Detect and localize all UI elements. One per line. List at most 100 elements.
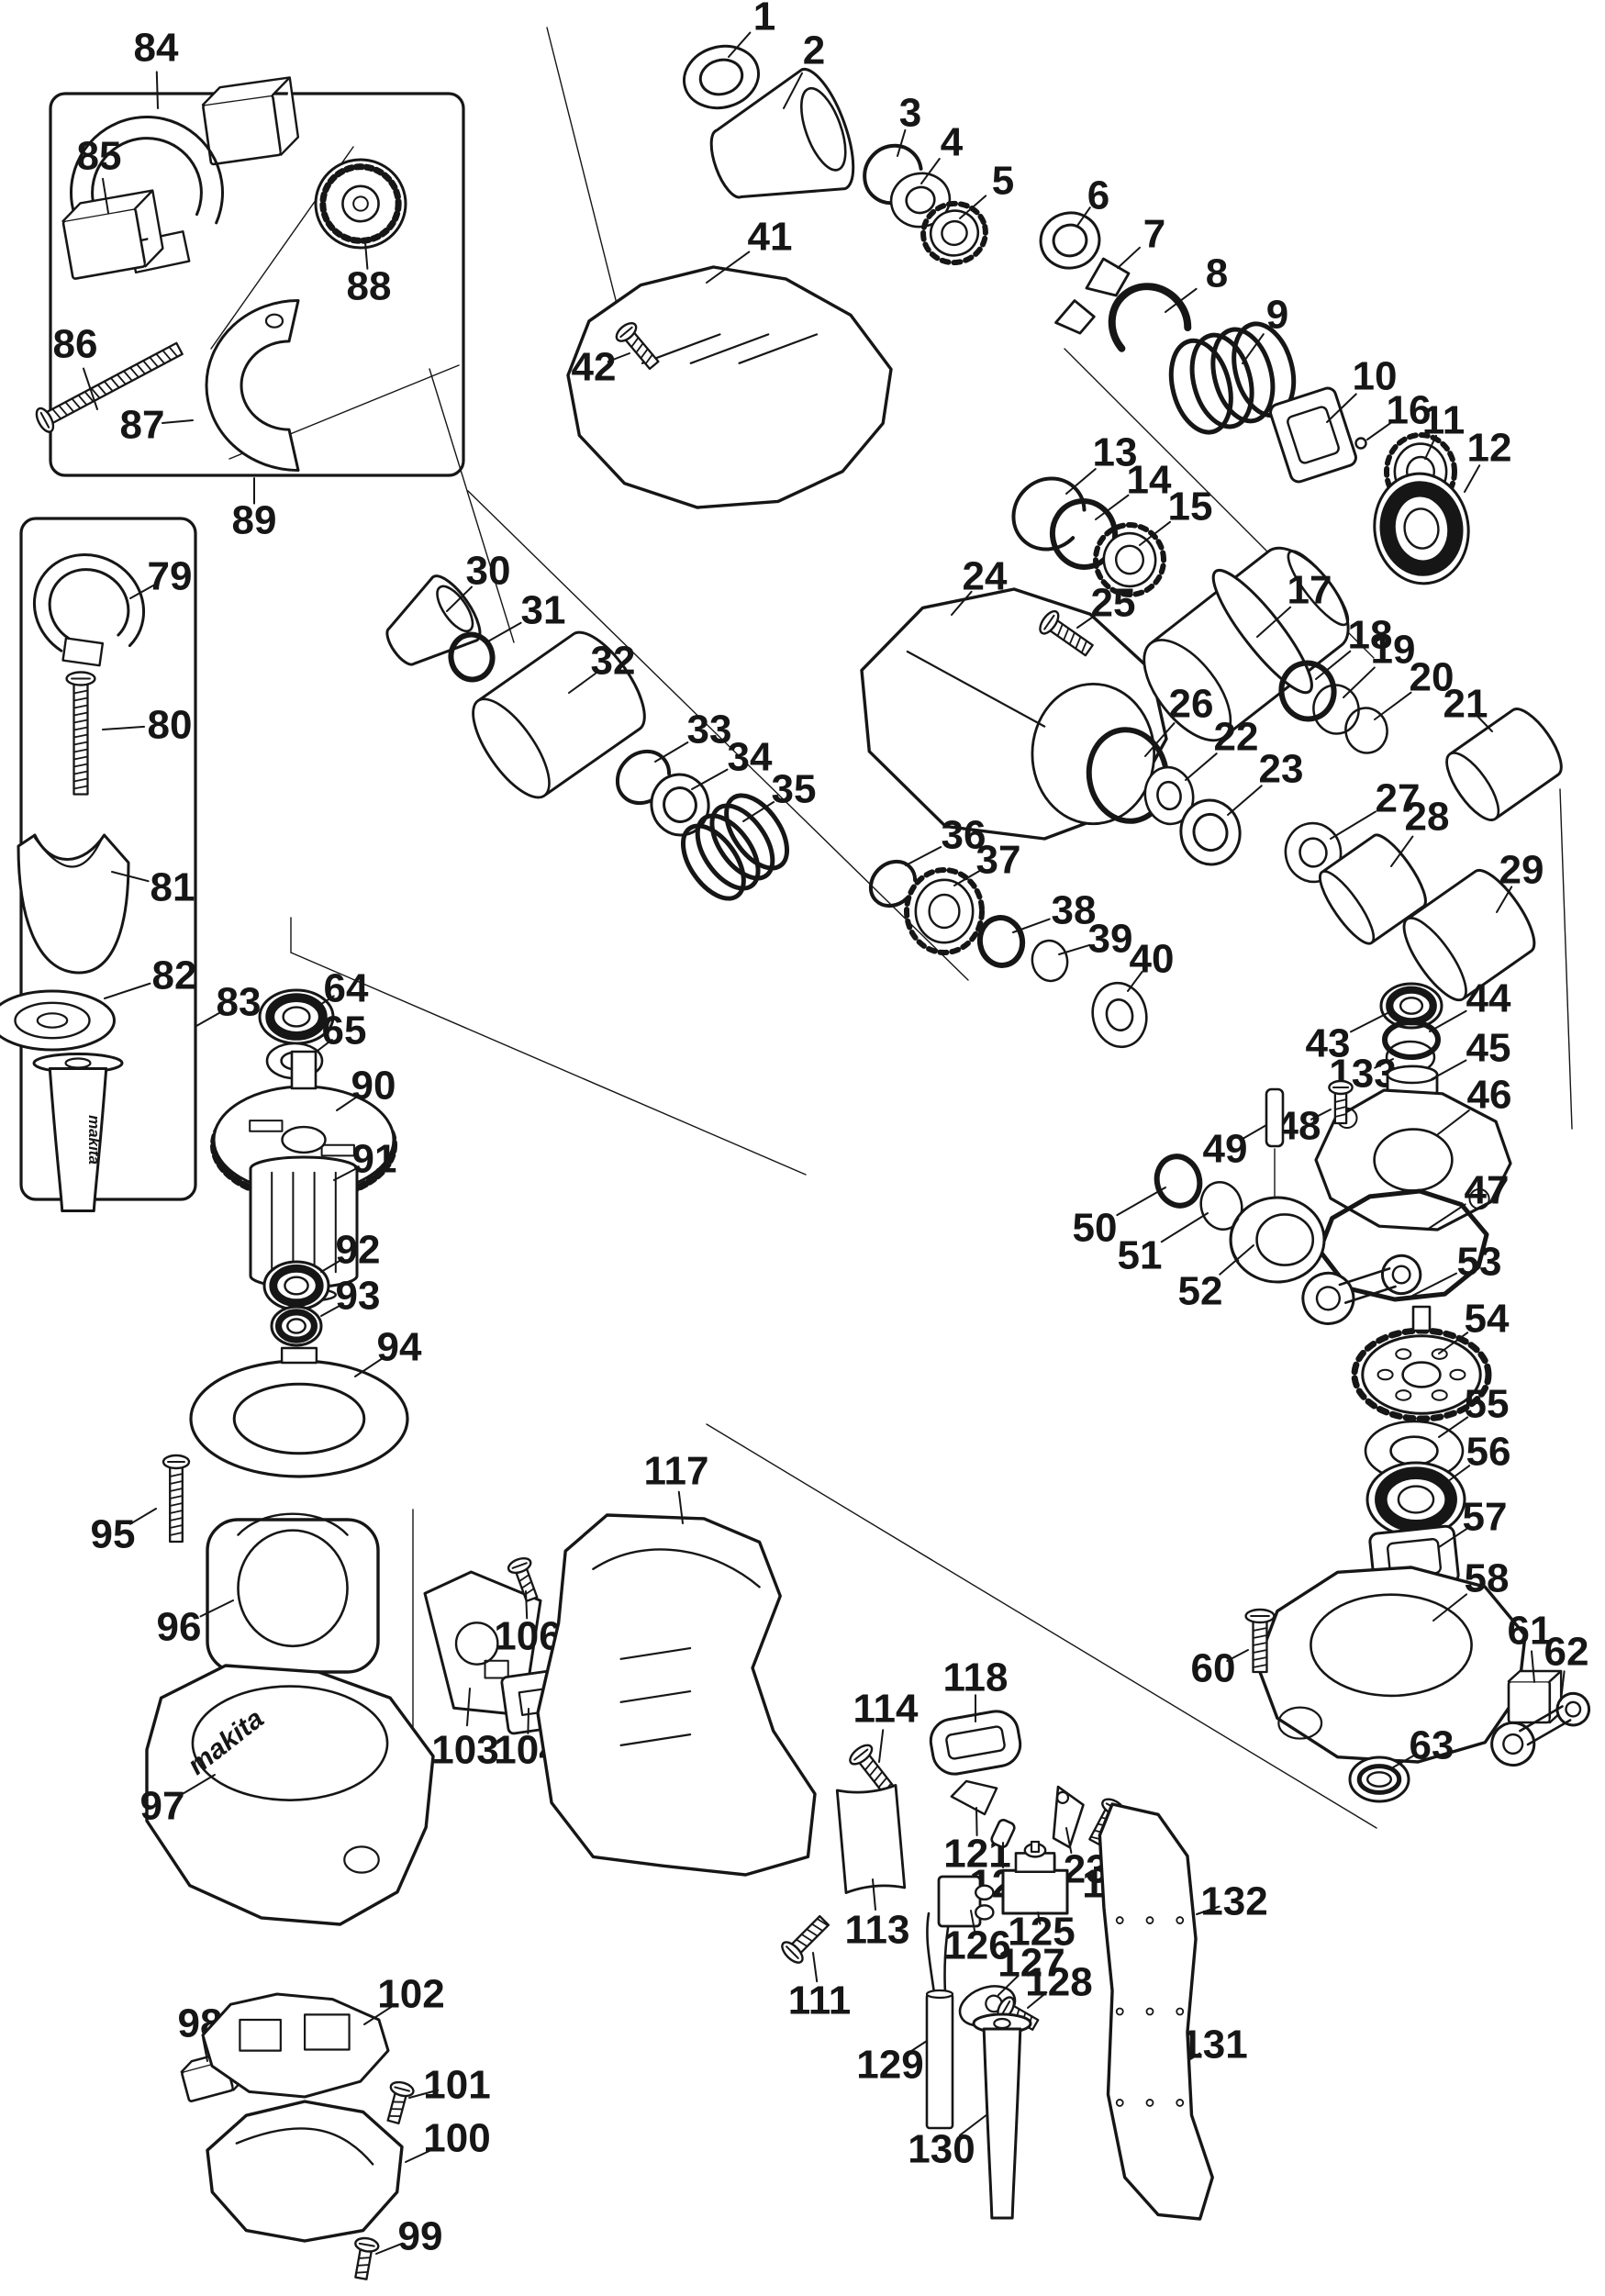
part-40-label: 40	[1130, 937, 1175, 982]
part-28-label: 28	[1405, 795, 1450, 840]
part-38: 38	[976, 888, 1096, 968]
part-46-leader	[1437, 1109, 1470, 1135]
part-7-leader	[1117, 246, 1141, 269]
part-31: 31	[448, 588, 565, 683]
part-2-label: 2	[803, 28, 825, 73]
part-132-leader	[1196, 1905, 1220, 1915]
part-125-label: 125	[1008, 1910, 1075, 1955]
part-27-label: 27	[1376, 776, 1421, 821]
part-90-leader	[336, 1094, 360, 1111]
part-91: 91	[249, 1137, 396, 1321]
part-111-label: 111	[788, 1978, 852, 2023]
part-118-label: 118	[943, 1655, 1009, 1700]
deco-glyph	[1054, 299, 1096, 335]
part-63-label: 63	[1410, 1723, 1455, 1768]
part-1-glyph	[682, 44, 761, 110]
part-34-glyph	[650, 773, 710, 837]
part-22-glyph	[1143, 765, 1195, 826]
part-32-glyph	[472, 630, 646, 799]
part-123-glyph	[1052, 1785, 1085, 1849]
part-7: 7	[1085, 212, 1165, 297]
part-65-label: 65	[322, 1009, 367, 1053]
part-82-glyph	[0, 989, 116, 1052]
part-29-leader	[1496, 886, 1513, 913]
part-61: 61	[1508, 1609, 1563, 1724]
part-129-label: 129	[856, 2043, 923, 2088]
part-118: 118	[929, 1655, 1022, 1776]
part-91-leader	[333, 1166, 360, 1181]
part-49-leader	[1241, 1124, 1267, 1141]
part-64: 64	[258, 966, 369, 1045]
part-114: 114	[849, 1687, 919, 1799]
part-129: 129	[856, 1989, 954, 2130]
part-39-glyph	[1031, 939, 1069, 983]
part-126-glyph	[937, 1875, 995, 1928]
part-35-glyph	[680, 793, 790, 901]
part-88-leader	[364, 241, 369, 270]
part-92-glyph	[262, 1260, 330, 1311]
part-31-glyph	[448, 631, 496, 683]
part-85-glyph	[61, 189, 164, 280]
part-82: 82	[0, 953, 196, 1052]
part-81-leader	[111, 871, 150, 883]
part-50: 50	[1073, 1154, 1203, 1251]
part-12: 12	[1373, 426, 1511, 585]
part-101: 101	[386, 2063, 491, 2125]
part-33-leader	[654, 741, 689, 763]
part-18-label: 18	[1348, 613, 1393, 658]
part-32-leader	[568, 673, 596, 694]
part-54-glyph	[1351, 1305, 1492, 1422]
part-5-label: 5	[992, 159, 1014, 204]
part-117-leader	[677, 1490, 684, 1524]
part-4-label: 4	[941, 120, 964, 165]
part-40-leader	[1127, 971, 1143, 992]
part-9-label: 9	[1266, 293, 1288, 338]
part-131-label: 131	[1180, 2023, 1247, 2068]
part-40-glyph	[1091, 981, 1148, 1049]
part-94: 94	[189, 1325, 422, 1478]
part-111-leader	[812, 1952, 819, 1983]
part-106-label: 106	[494, 1614, 561, 1659]
part-32-label: 32	[591, 639, 636, 684]
part-29: 29	[1402, 848, 1544, 1002]
part-88: 88	[314, 158, 407, 309]
part-62-glyph	[1490, 1691, 1591, 1767]
part-47: 47	[1317, 1168, 1509, 1302]
part-86: 86	[35, 322, 184, 433]
part-41-glyph	[566, 265, 893, 509]
part-48-glyph	[1328, 1079, 1354, 1125]
part-36-label: 36	[942, 813, 986, 858]
part-60: 60	[1191, 1608, 1276, 1691]
part-25-glyph	[1039, 609, 1094, 657]
part-95-leader	[128, 1508, 157, 1525]
part-46-label: 46	[1467, 1073, 1512, 1118]
part-43-label: 43	[1306, 1021, 1351, 1066]
part-15-label: 15	[1168, 485, 1213, 529]
part-19-leader	[1343, 666, 1376, 698]
part-8-glyph	[1108, 283, 1192, 367]
part-79-label: 79	[148, 554, 193, 599]
part-45-leader	[1431, 1059, 1467, 1080]
part-44-label: 44	[1466, 976, 1511, 1021]
part-65-leader	[313, 1039, 333, 1054]
part-8-label: 8	[1206, 251, 1228, 296]
part-30-label: 30	[466, 549, 511, 594]
part-81-glyph	[17, 833, 130, 975]
part-118-glyph	[929, 1710, 1022, 1776]
part-15-leader	[1139, 520, 1171, 546]
part-2-glyph	[709, 67, 855, 199]
part-64-leader	[315, 995, 335, 1009]
part-102-label: 102	[377, 1972, 444, 2017]
part-26-label: 26	[1169, 682, 1214, 727]
part-22-label: 22	[1214, 715, 1259, 760]
part-62-leader	[1560, 1670, 1566, 1701]
part-43-leader	[1349, 1010, 1392, 1033]
part-54-leader	[1438, 1332, 1469, 1354]
part-130: 130	[908, 2012, 1032, 2220]
part-103-leader	[466, 1688, 471, 1727]
construction-line	[1559, 788, 1573, 1130]
part-84-label: 84	[134, 26, 179, 71]
part-49-glyph	[1265, 1087, 1285, 1148]
part-58-label: 58	[1465, 1556, 1510, 1601]
